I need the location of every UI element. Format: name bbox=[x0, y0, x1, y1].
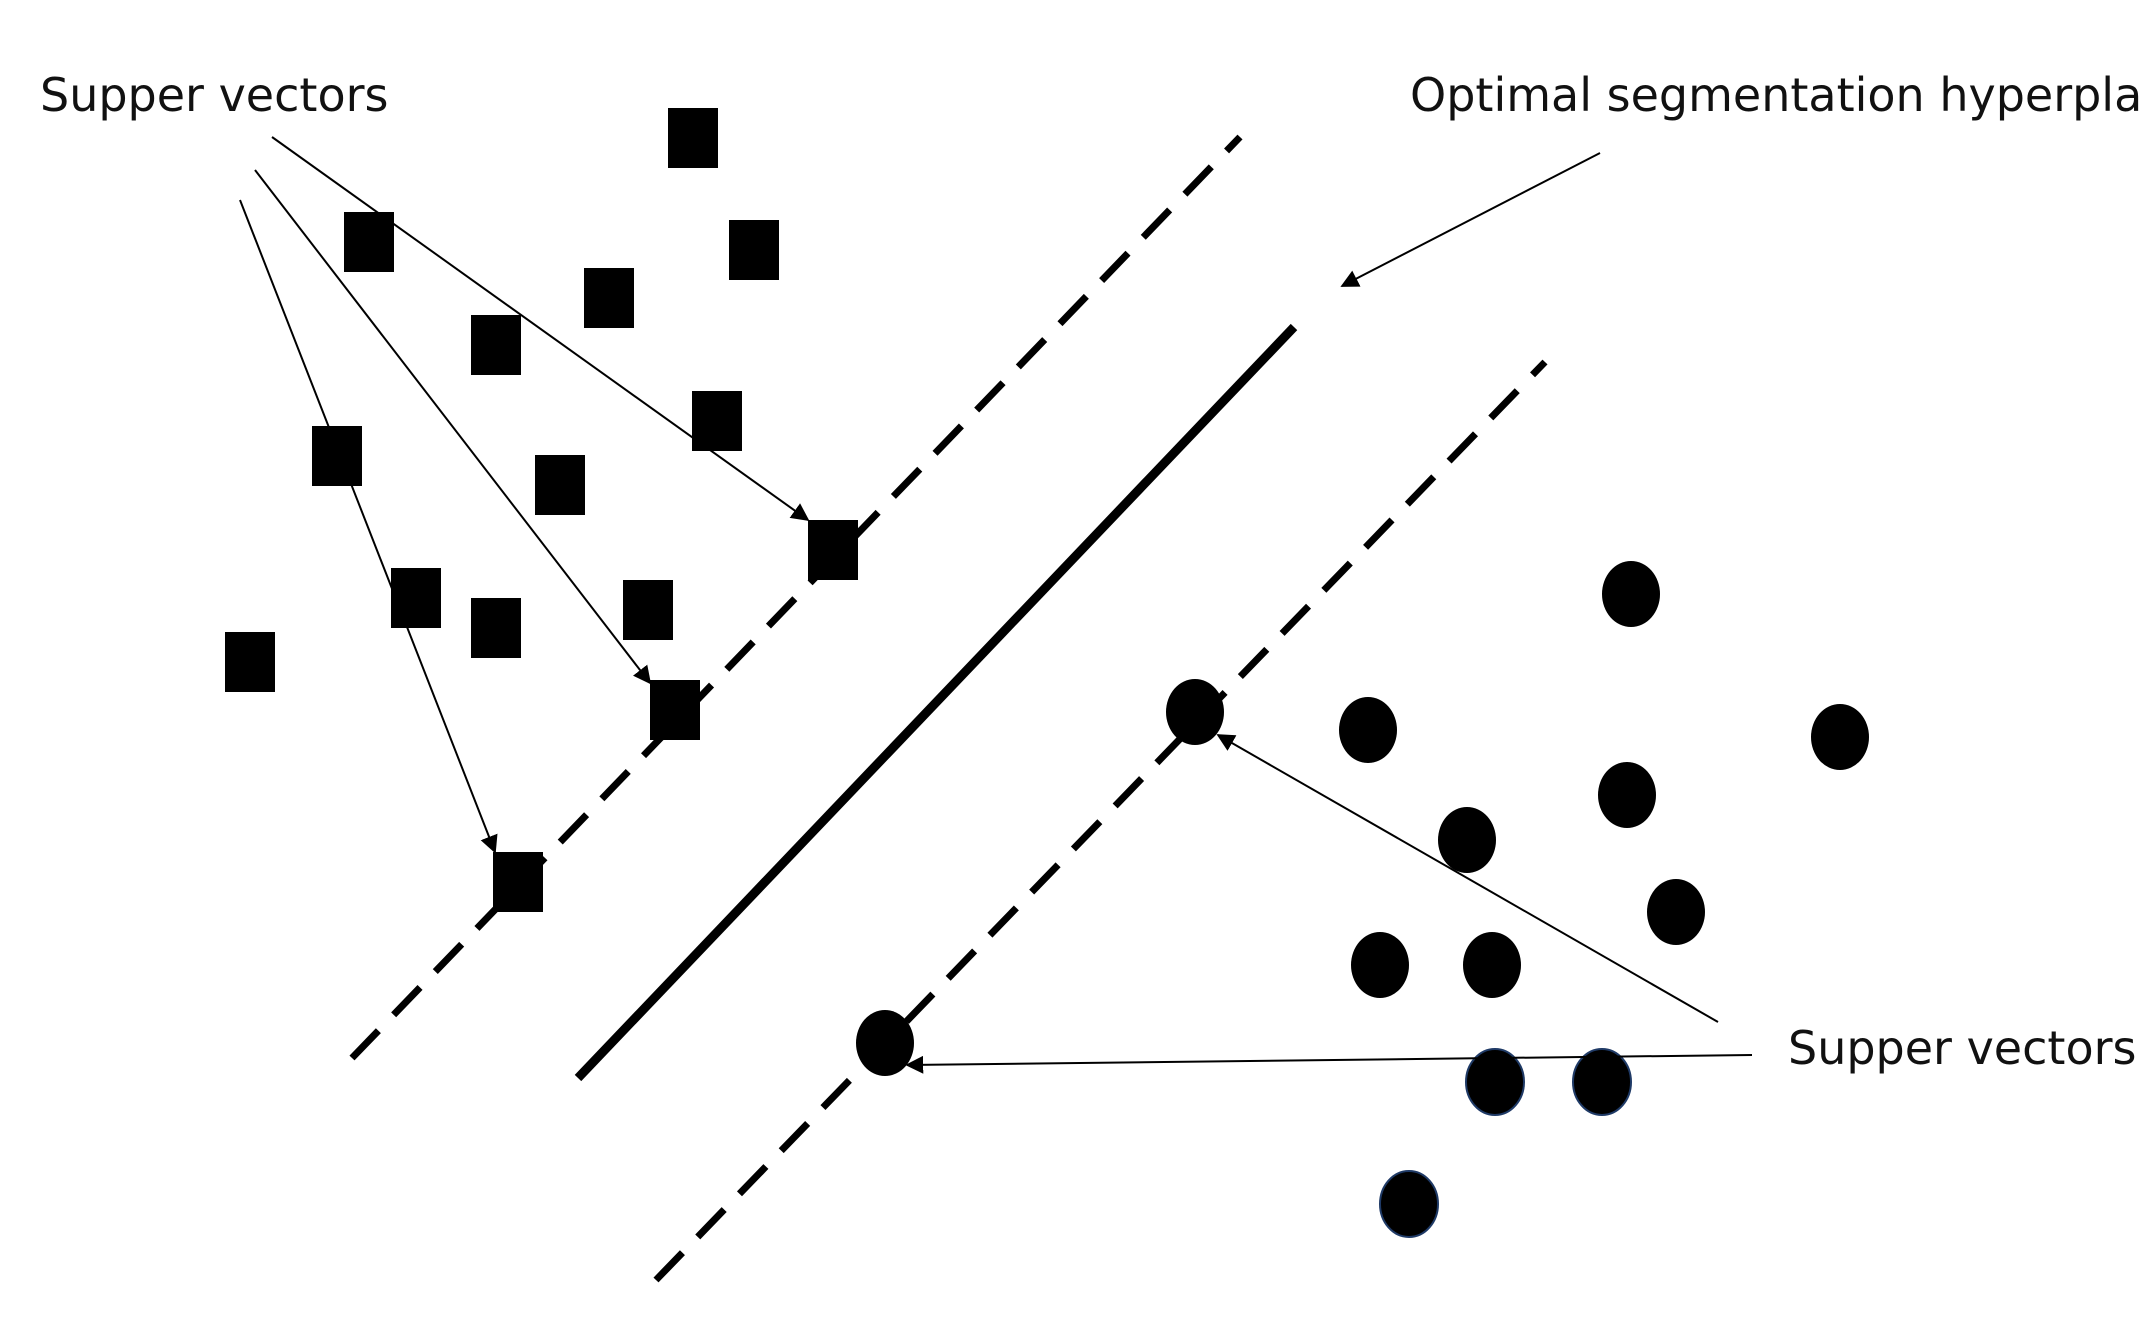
circle-point bbox=[1351, 932, 1409, 998]
arrow-to-upper-circle-support-vector bbox=[1216, 734, 1719, 1023]
support-vector-circle bbox=[1166, 679, 1224, 745]
circle-point bbox=[1463, 932, 1521, 998]
circle-class-points bbox=[856, 561, 1869, 1238]
arrow-to-lower-support-vector bbox=[239, 199, 498, 854]
support-vectors-label-top-left: Supper vectors bbox=[40, 68, 389, 122]
arrow-to-lower-circle-support-vector bbox=[905, 1054, 1753, 1074]
square-point bbox=[535, 455, 585, 515]
circle-point bbox=[1811, 704, 1869, 770]
circle-point bbox=[1572, 1048, 1632, 1116]
optimal-hyperplane-line bbox=[574, 323, 1298, 1082]
arrow-to-upper-support-vector bbox=[271, 136, 810, 522]
circle-point bbox=[1602, 561, 1660, 627]
square-point bbox=[225, 632, 275, 692]
circle-point bbox=[1647, 879, 1705, 945]
circle-point bbox=[1438, 807, 1496, 873]
circle-point bbox=[1339, 697, 1397, 763]
hyperplane-label: Optimal segmentation hyperplane bbox=[1410, 68, 2145, 122]
square-point bbox=[312, 426, 362, 486]
bottom-right-annotation-arrows bbox=[905, 734, 1753, 1074]
square-point bbox=[668, 108, 718, 168]
square-point bbox=[344, 212, 394, 272]
top-left-annotation-arrows bbox=[239, 136, 810, 854]
upper-margin-line bbox=[349, 134, 1243, 1061]
support-vector-circle bbox=[856, 1010, 914, 1076]
support-vector-square bbox=[808, 520, 858, 580]
square-point bbox=[584, 268, 634, 328]
square-point bbox=[729, 220, 779, 280]
circle-point bbox=[1465, 1048, 1525, 1116]
square-point bbox=[692, 391, 742, 451]
square-class-points bbox=[225, 108, 858, 912]
square-point bbox=[623, 580, 673, 640]
square-point bbox=[471, 315, 521, 375]
support-vector-square bbox=[650, 680, 700, 740]
lower-margin-line bbox=[653, 359, 1548, 1283]
square-point bbox=[471, 598, 521, 658]
arrow-to-hyperplane bbox=[1340, 152, 1601, 287]
support-vector-square bbox=[493, 852, 543, 912]
circle-point bbox=[1598, 762, 1656, 828]
circle-point bbox=[1379, 1170, 1439, 1238]
support-vectors-label-bottom-right: Supper vectors bbox=[1788, 1021, 2137, 1075]
arrow-to-middle-support-vector bbox=[254, 169, 652, 685]
square-point bbox=[391, 568, 441, 628]
